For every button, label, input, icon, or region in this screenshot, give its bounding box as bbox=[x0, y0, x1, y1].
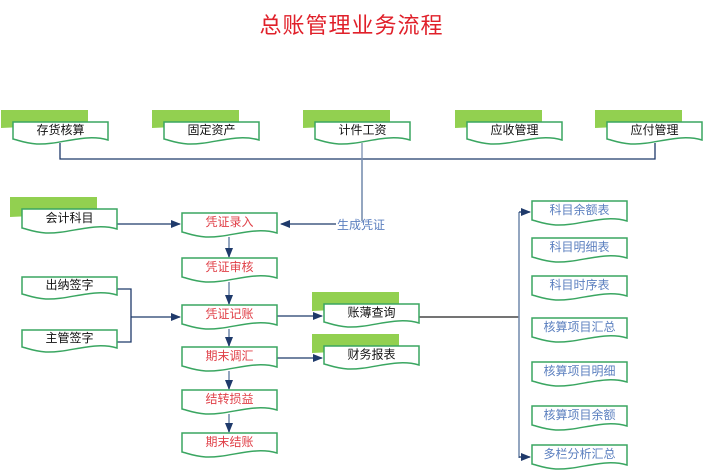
box-label: 存货核算 bbox=[36, 122, 84, 137]
box-label: 应收管理 bbox=[490, 122, 538, 137]
box-shape bbox=[181, 257, 278, 283]
step-3[interactable]: 凭证记账 bbox=[181, 304, 278, 330]
box-label: 多栏分析汇总 bbox=[543, 446, 615, 461]
box-label: 期末结账 bbox=[205, 435, 253, 449]
report-7[interactable]: 多栏分析汇总 bbox=[531, 444, 628, 470]
box-label: 财务报表 bbox=[347, 347, 395, 362]
box-shape bbox=[466, 121, 563, 145]
box-label: 凭证审核 bbox=[205, 259, 253, 274]
box-shape bbox=[531, 405, 628, 431]
box-shape bbox=[606, 121, 703, 145]
box-label: 科目余额表 bbox=[549, 202, 609, 217]
output-ledger-query[interactable]: 账薄查询 bbox=[312, 292, 420, 328]
box-shape bbox=[21, 208, 118, 234]
box-label: 期末调汇 bbox=[205, 349, 253, 363]
box-shape bbox=[531, 200, 628, 226]
box-label: 核算项目明细 bbox=[543, 363, 615, 378]
box-shape bbox=[181, 389, 278, 415]
report-1[interactable]: 科目余额表 bbox=[531, 200, 628, 226]
box-label: 固定资产 bbox=[187, 122, 235, 137]
input-subjects[interactable]: 会计科目 bbox=[10, 197, 118, 234]
report-5[interactable]: 核算项目明细 bbox=[531, 361, 628, 387]
module-5[interactable]: 应付管理 bbox=[595, 110, 703, 145]
box-shape bbox=[531, 237, 628, 263]
input-supervisor-sign[interactable]: 主管签字 bbox=[21, 329, 118, 353]
box-label: 出纳签字 bbox=[45, 277, 93, 292]
output-financial-report[interactable]: 财务报表 bbox=[312, 334, 420, 370]
box-shape bbox=[21, 276, 118, 300]
box-shape bbox=[323, 303, 420, 328]
box-label: 核算项目余额 bbox=[543, 407, 615, 422]
diagram-title: 总账管理业务流程 bbox=[259, 14, 444, 39]
box-shape bbox=[531, 361, 628, 387]
report-6[interactable]: 核算项目余额 bbox=[531, 405, 628, 431]
module-2[interactable]: 固定资产 bbox=[152, 110, 260, 145]
step-6[interactable]: 期末结账 bbox=[181, 432, 278, 458]
box-label: 应付管理 bbox=[630, 122, 678, 137]
box-shape bbox=[314, 121, 411, 145]
box-shape bbox=[531, 444, 628, 470]
module-3[interactable]: 计件工资 bbox=[303, 110, 411, 145]
box-shape bbox=[181, 432, 278, 458]
input-cashier-sign[interactable]: 出纳签字 bbox=[21, 276, 118, 300]
box-label: 核算项目汇总 bbox=[543, 319, 615, 334]
box-label: 账薄查询 bbox=[347, 305, 395, 320]
box-shape bbox=[323, 345, 420, 370]
module-4[interactable]: 应收管理 bbox=[455, 110, 563, 145]
box-shape bbox=[531, 275, 628, 301]
report-4[interactable]: 核算项目汇总 bbox=[531, 317, 628, 343]
box-shape bbox=[21, 329, 118, 353]
box-label: 结转损益 bbox=[205, 391, 253, 406]
report-3[interactable]: 科目时序表 bbox=[531, 275, 628, 301]
box-shape bbox=[181, 346, 278, 372]
box-label: 凭证记账 bbox=[205, 306, 253, 321]
report-2[interactable]: 科目明细表 bbox=[531, 237, 628, 263]
step-2[interactable]: 凭证审核 bbox=[181, 257, 278, 283]
box-label: 科目时序表 bbox=[549, 277, 609, 292]
step-1[interactable]: 凭证录入 bbox=[181, 212, 278, 238]
step-5[interactable]: 结转损益 bbox=[181, 389, 278, 415]
box-label: 计件工资 bbox=[338, 123, 386, 137]
box-label: 主管签字 bbox=[45, 330, 93, 345]
step-4[interactable]: 期末调汇 bbox=[181, 346, 278, 372]
box-shape bbox=[12, 121, 109, 145]
box-label: 会计科目 bbox=[45, 211, 93, 225]
box-label: 科目明细表 bbox=[549, 240, 609, 254]
generate-voucher-label: 生成凭证 bbox=[337, 217, 385, 232]
connector-line bbox=[59, 143, 656, 160]
box-shape bbox=[181, 304, 278, 330]
box-shape bbox=[163, 121, 260, 145]
box-shape bbox=[181, 212, 278, 238]
connectors bbox=[59, 143, 656, 461]
module-1[interactable]: 存货核算 bbox=[1, 110, 109, 145]
box-shape bbox=[531, 317, 628, 343]
connector-line bbox=[117, 288, 132, 343]
box-label: 凭证录入 bbox=[205, 214, 253, 229]
